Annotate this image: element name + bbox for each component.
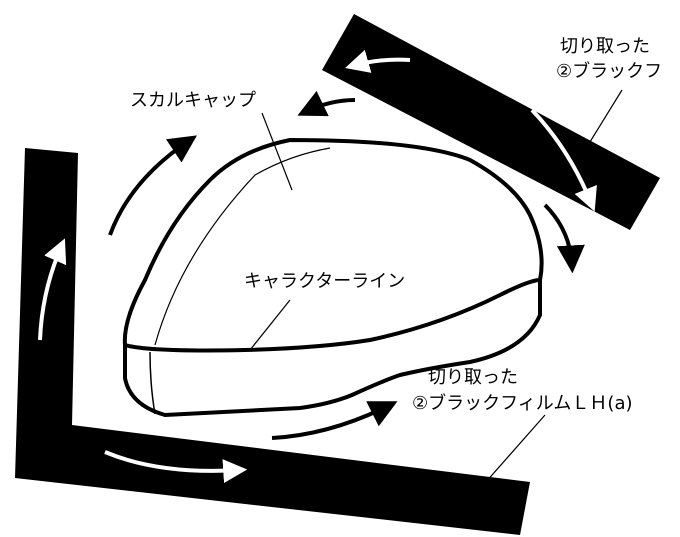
character-line-label: キャラクターライン — [244, 271, 405, 292]
black-film-lh — [15, 148, 530, 535]
film-rh-label-line1: 切り取った — [560, 36, 650, 57]
leader-lines — [249, 89, 623, 501]
skull-cap-label: スカルキャップ — [130, 90, 256, 111]
character-line-label-box: キャラクターライン — [240, 268, 442, 294]
film-lh-label-line2: ②ブラックフィルムＬＨ(a) — [412, 392, 633, 414]
black-film-rh — [322, 14, 660, 230]
film-lh-label-line1: 切り取った — [428, 367, 518, 388]
film-rh-label-line2: ②ブラックフ — [556, 60, 662, 82]
skull-cap-shape — [122, 137, 544, 418]
process-arrows — [108, 90, 585, 440]
